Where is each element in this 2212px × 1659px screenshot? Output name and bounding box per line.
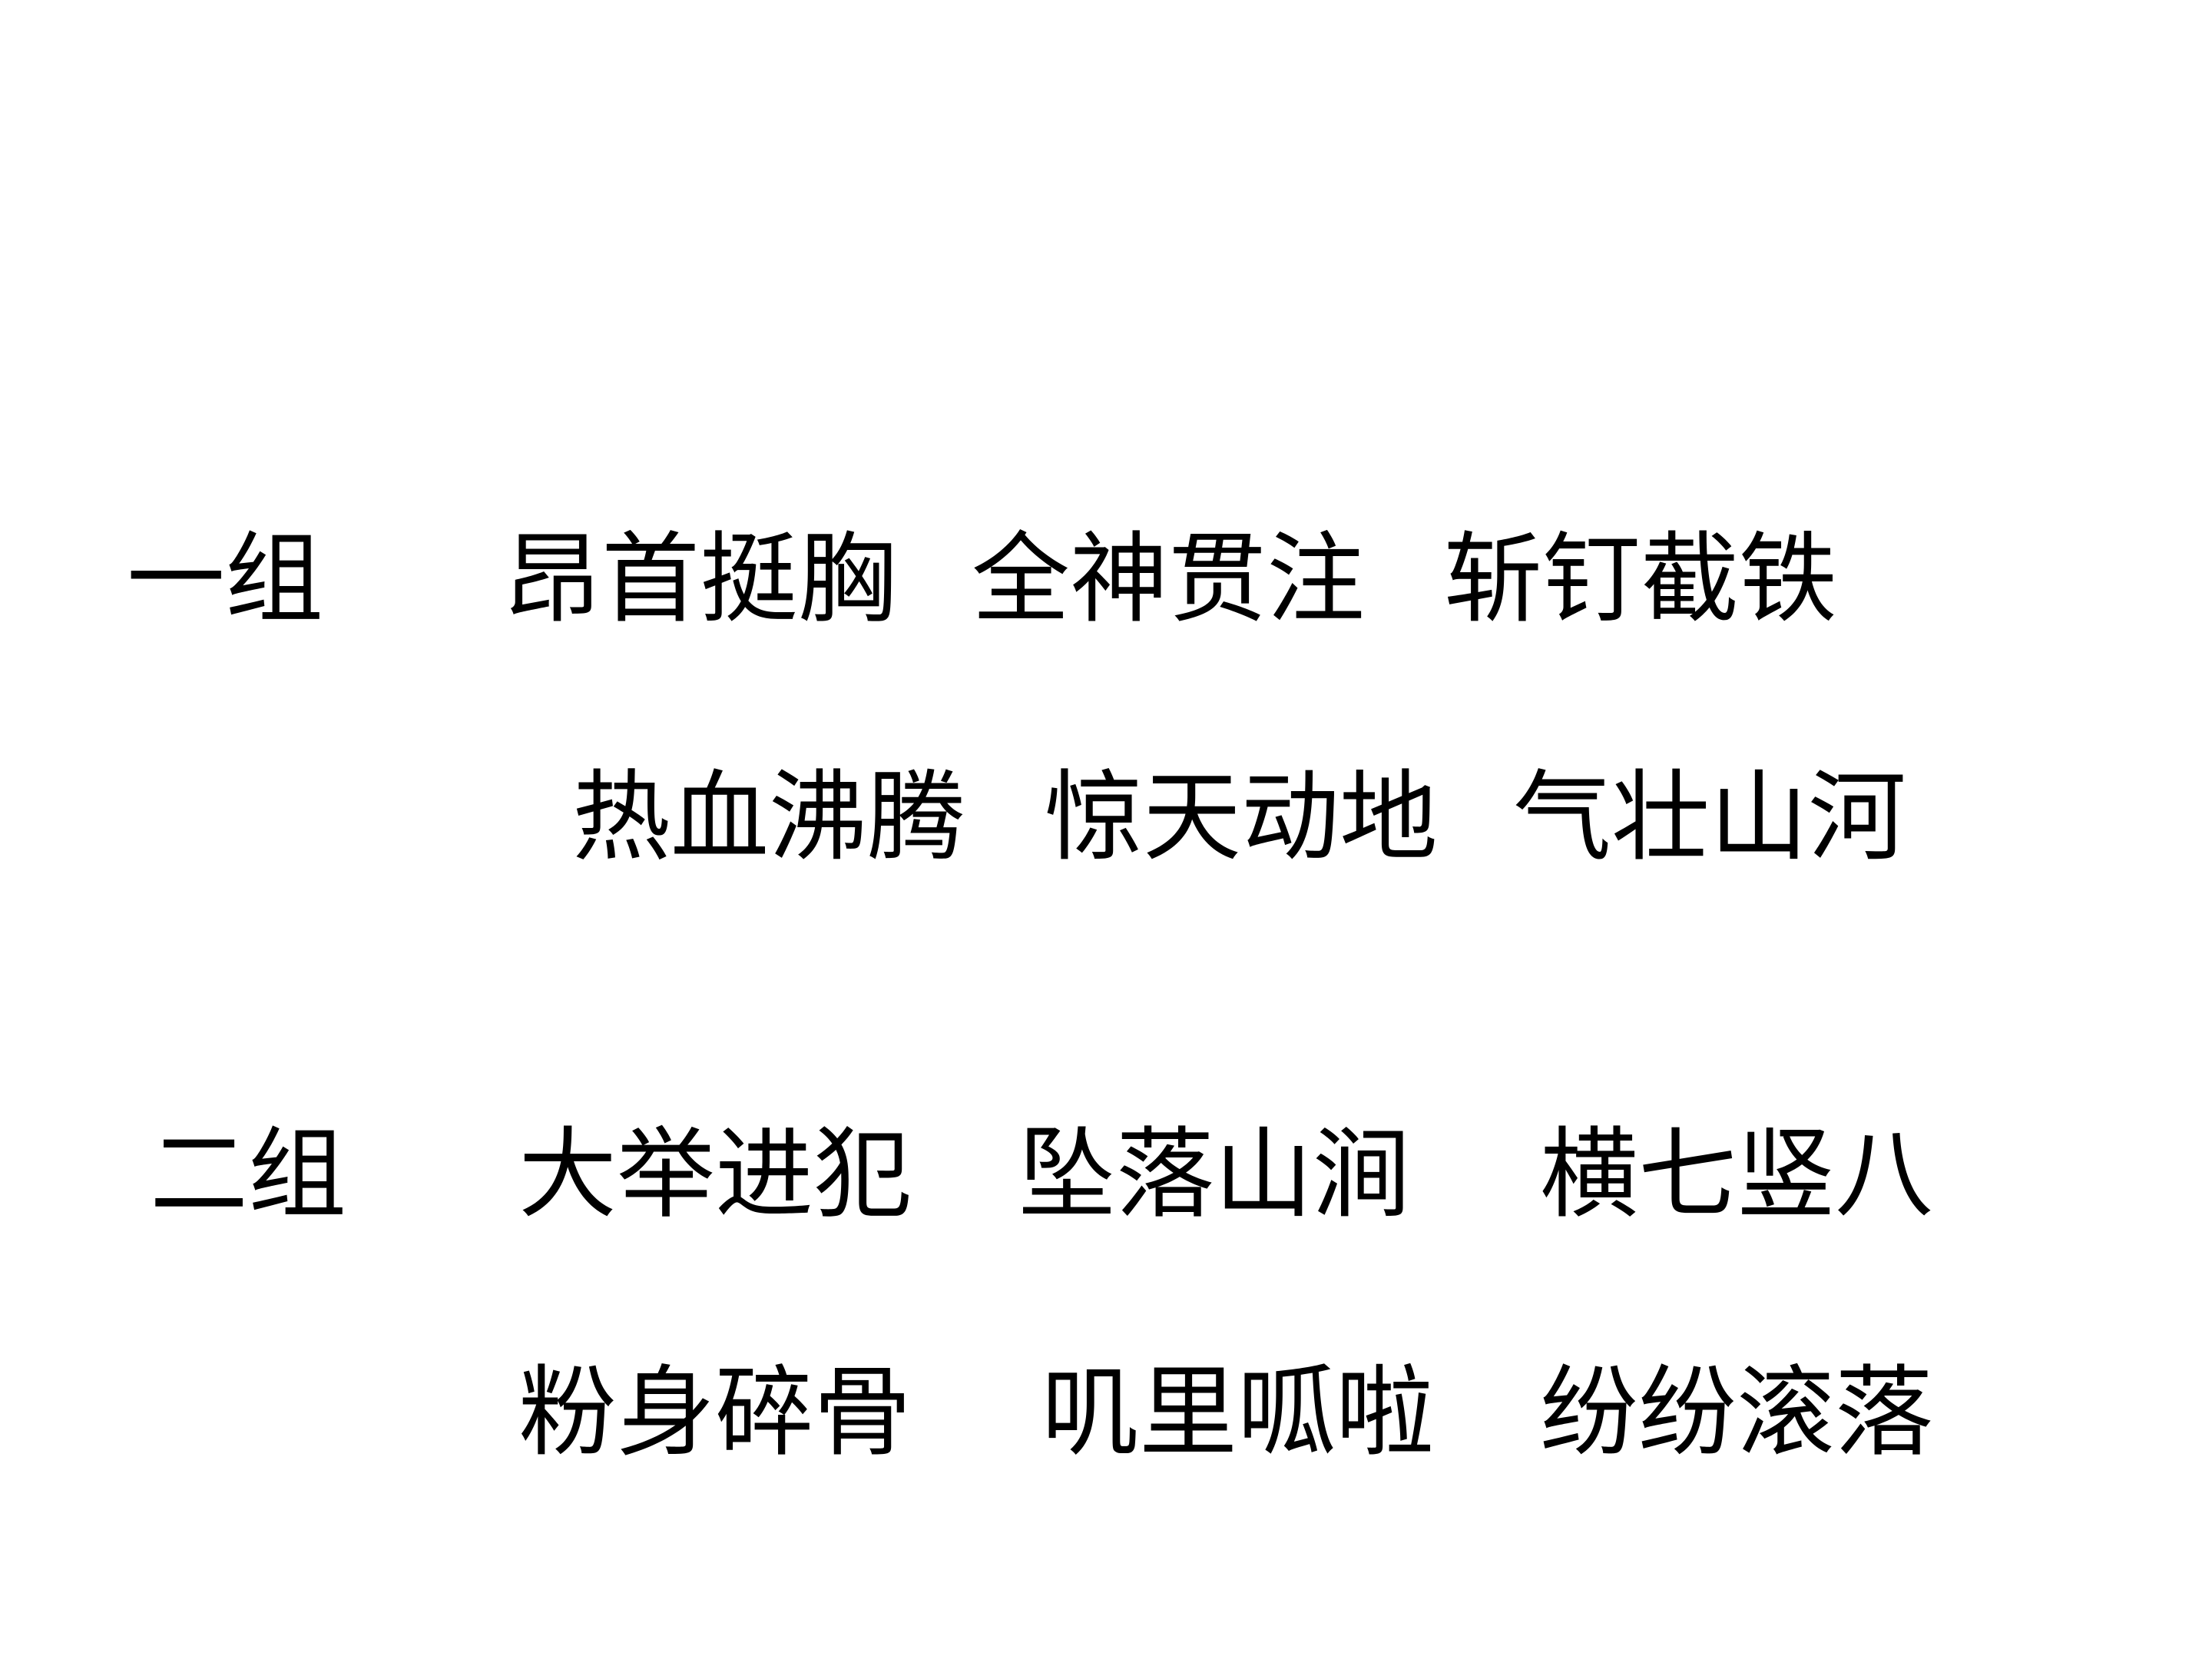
word-item: 叽里呱啦 <box>1041 1356 1435 1470</box>
word-item: 粉身碎骨 <box>518 1356 912 1470</box>
word-item: 横七竖八 <box>1540 1118 1934 1232</box>
group-label: 二组 <box>150 1118 347 1232</box>
word-item: 惊天动地 <box>1045 760 1439 875</box>
word-item: 纷纷滚落 <box>1540 1356 1934 1470</box>
word-item: 气壮山河 <box>1513 760 1907 875</box>
word-item: 全神贯注 <box>972 522 1366 637</box>
word-item: 大举进犯 <box>518 1118 912 1232</box>
word-item: 热血沸腾 <box>572 760 966 875</box>
word-item: 斩钉截铁 <box>1444 522 1838 637</box>
word-item: 昂首挺胸 <box>503 522 897 637</box>
group-label: 一组 <box>127 522 324 637</box>
word-item: 坠落山涧 <box>1018 1118 1412 1232</box>
